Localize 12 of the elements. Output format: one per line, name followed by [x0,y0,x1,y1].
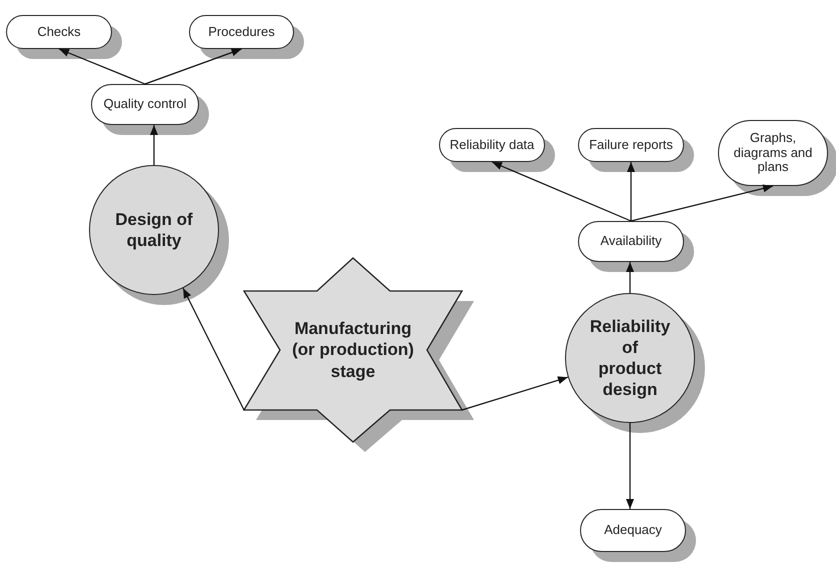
arrow [630,184,774,222]
arrow [626,423,634,509]
star-shape [244,258,474,452]
arrow [144,48,242,85]
arrow [182,288,245,410]
arrow [492,161,632,222]
arrow [462,376,568,411]
arrow [150,125,158,165]
arrow [58,48,146,85]
arrow [627,162,635,221]
star-label: Manufacturing (or production) stage [291,318,415,382]
arrow [626,262,634,293]
